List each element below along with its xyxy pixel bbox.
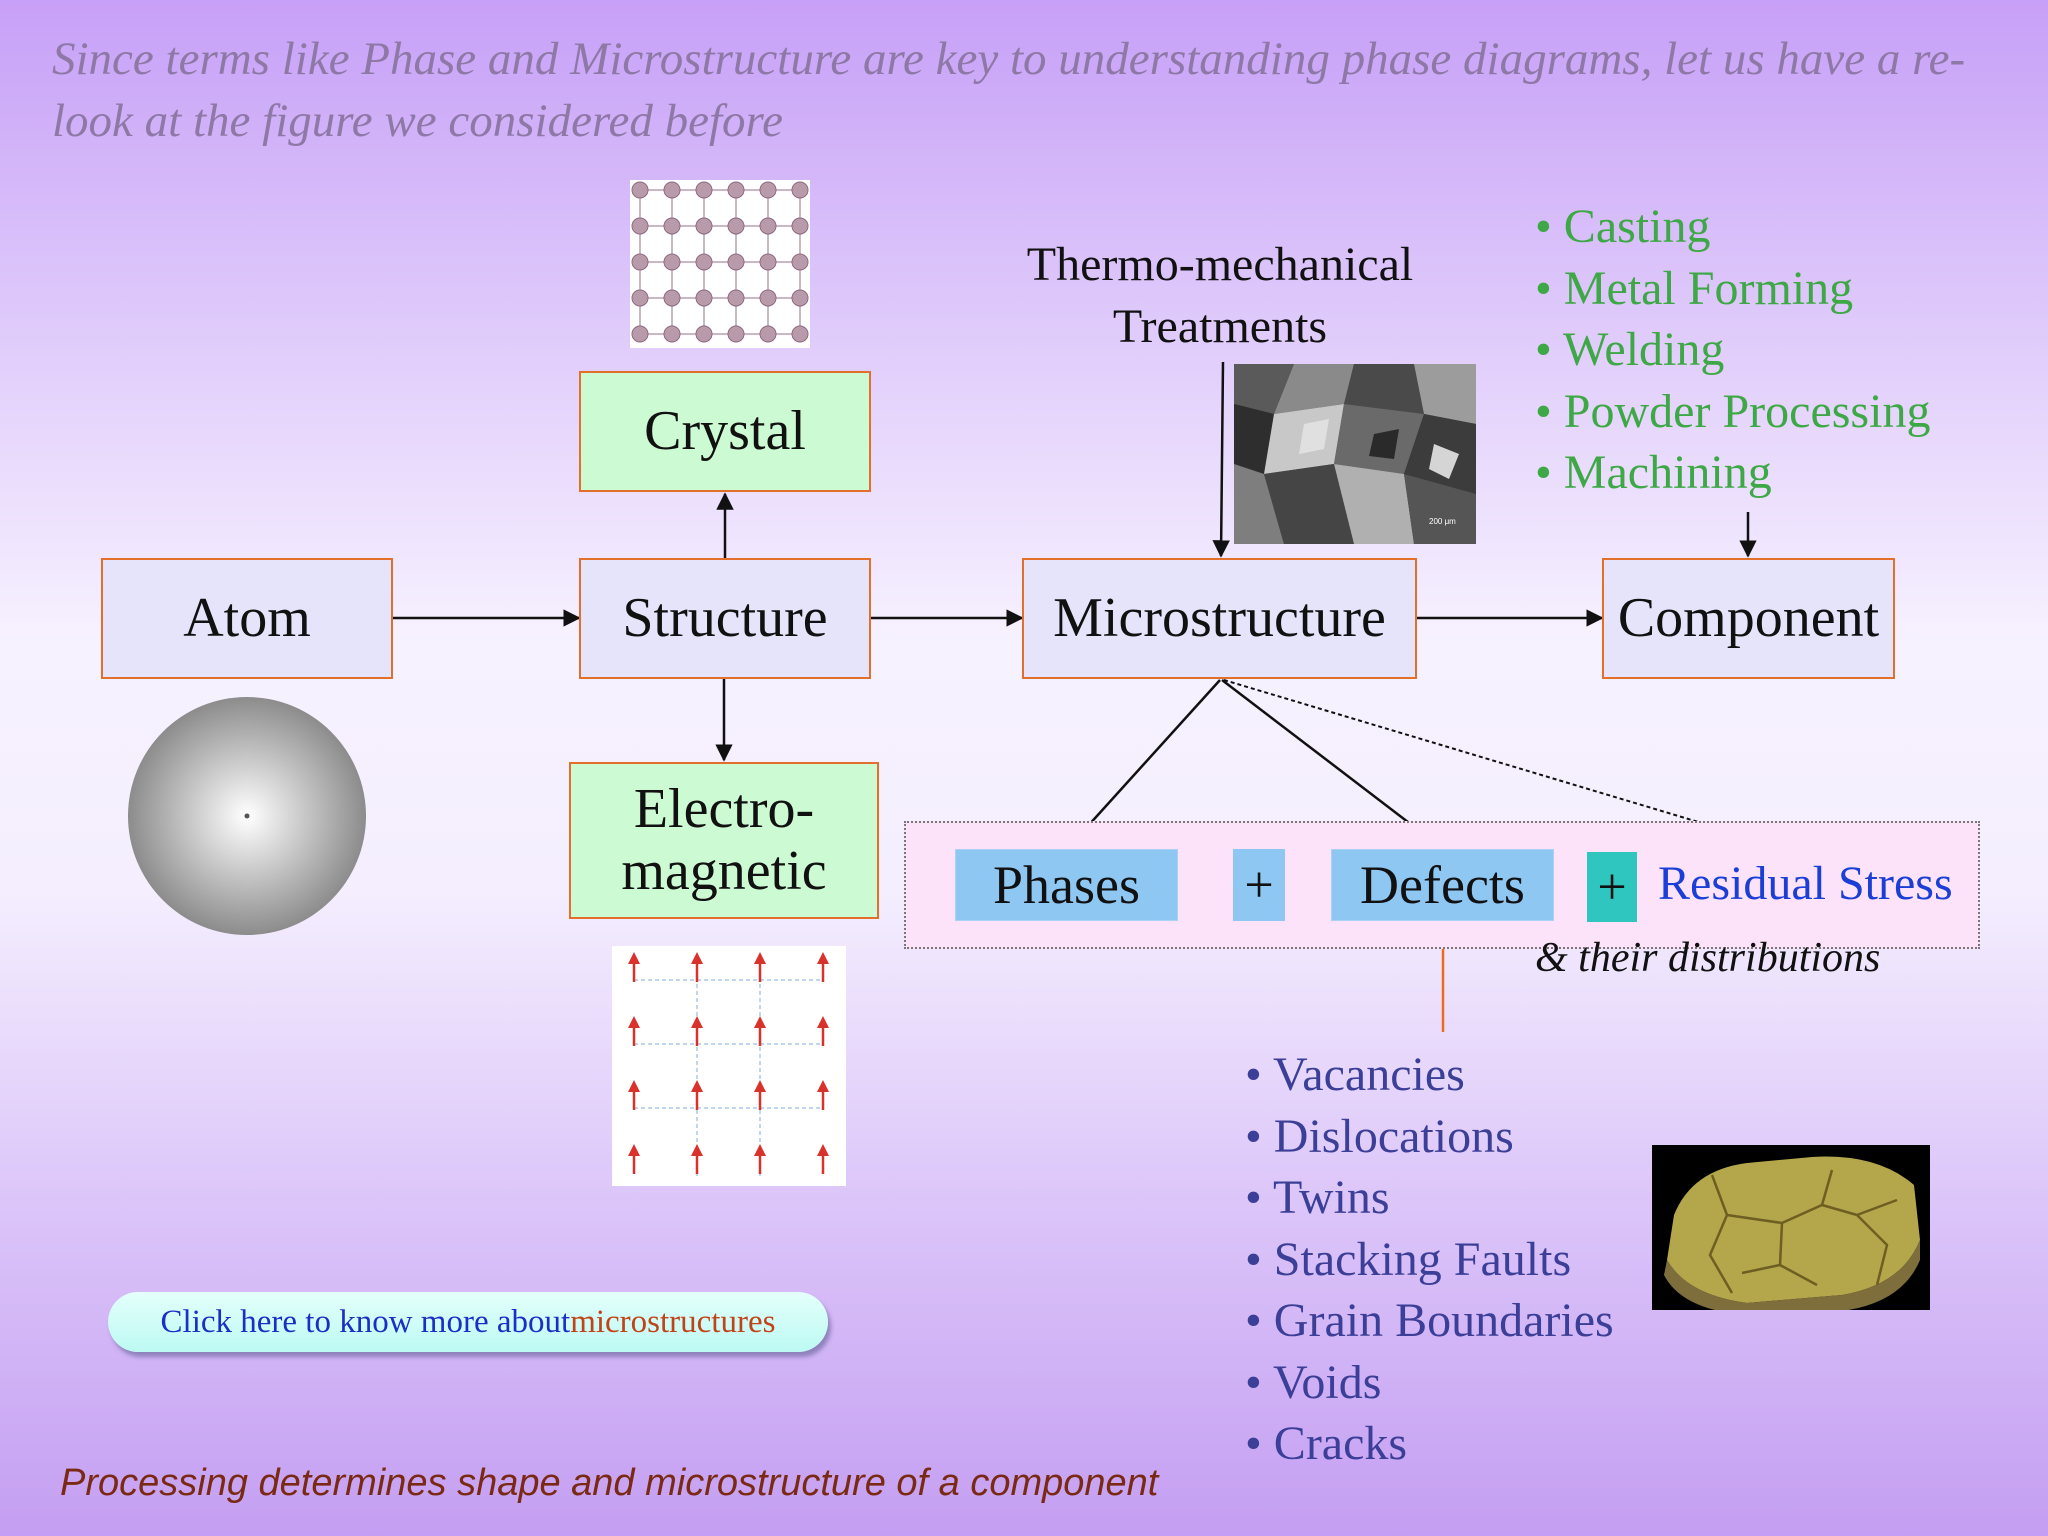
lattice-atom <box>727 181 745 199</box>
spin-arrow-icon <box>817 1016 829 1046</box>
list-item: • Stacking Faults <box>1245 1232 1572 1286</box>
lattice-atom <box>759 181 777 199</box>
spin-arrow-icon <box>628 952 640 982</box>
list-item: • Welding <box>1535 323 1725 376</box>
spin-arrow-icon <box>754 952 766 982</box>
lattice-atom <box>759 217 777 235</box>
microstructures-link-button[interactable]: Click here to know more about microstruc… <box>108 1292 828 1352</box>
spin-arrow-icon <box>628 1016 640 1046</box>
lattice-atom <box>759 289 777 307</box>
lattice-atom <box>695 253 713 271</box>
lattice-atom <box>727 217 745 235</box>
list-item: • Grain Boundaries <box>1245 1294 1614 1347</box>
lattice-atom <box>791 181 809 199</box>
spin-arrow-icon <box>691 1144 703 1174</box>
spin-arrow-icon <box>691 1016 703 1046</box>
link-button-prefix: Click here to know more about <box>160 1303 571 1340</box>
lattice-atom <box>791 325 809 343</box>
list-item: • Cracks <box>1245 1417 1408 1470</box>
lattice-atom <box>663 325 681 343</box>
lattice-atom <box>631 181 649 199</box>
intro-text: Since terms like Phase and Microstructur… <box>52 33 1966 147</box>
lattice-atom <box>791 253 809 271</box>
electromagnetic-box: Electro- magnetic <box>569 762 879 919</box>
spin-arrow-icon <box>817 952 829 982</box>
list-item: • Vacancies <box>1245 1048 1465 1101</box>
lattice-atom <box>727 289 745 307</box>
spin-arrow-icon <box>691 1080 703 1110</box>
list-item: • Metal Forming <box>1535 261 1854 315</box>
list-item: • Powder Processing <box>1535 384 1931 438</box>
spin-arrow-icon <box>754 1016 766 1046</box>
grain-micrograph-image: 200 μm <box>1234 364 1476 544</box>
lattice-atom <box>727 325 745 343</box>
atom-sphere-image <box>128 697 366 935</box>
component-box: Component <box>1602 558 1895 679</box>
arrow-treatments-microstructure <box>1212 361 1230 558</box>
plus-sign: + <box>1233 849 1285 921</box>
lattice-atom <box>663 181 681 199</box>
microstructure-box: Microstructure <box>1022 558 1417 679</box>
footer-caption: Processing determines shape and microstr… <box>60 1462 1159 1504</box>
list-item: • Machining <box>1535 446 1772 499</box>
residual-stress-label: Residual Stress <box>1658 857 1953 910</box>
spin-arrow-icon <box>628 1080 640 1110</box>
lattice-atom <box>759 253 777 271</box>
crystal-lattice-image <box>630 180 810 348</box>
lattice-atom <box>695 325 713 343</box>
lattice-atom <box>631 325 649 343</box>
list-item: • Twins <box>1245 1171 1390 1224</box>
lattice-atom <box>631 217 649 235</box>
link-button-accent: microstructures <box>570 1303 776 1340</box>
atom-box: Atom <box>101 558 393 679</box>
lattice-atom <box>695 217 713 235</box>
structure-box: Structure <box>579 558 871 679</box>
plus-sign: + <box>1587 852 1637 922</box>
lattice-atom <box>631 289 649 307</box>
spin-arrow-icon <box>754 1080 766 1110</box>
phases-label: Phases <box>955 849 1178 921</box>
defects-label: Defects <box>1331 849 1554 921</box>
lattice-atom <box>791 217 809 235</box>
arrow-microstructure-defects <box>1221 679 1444 850</box>
processing-list: • Casting • Metal Forming • Welding • Po… <box>1535 196 1930 504</box>
lattice-atom <box>759 325 777 343</box>
list-item: • Voids <box>1245 1355 1382 1409</box>
spin-arrow-icon <box>754 1144 766 1174</box>
treatments-line2: Treatments <box>1112 300 1328 353</box>
lattice-atom <box>663 253 681 271</box>
micrograph-scale-label: 200 μm <box>1429 517 1456 526</box>
distributions-label: & their distributions <box>1535 935 1881 981</box>
crystal-box: Crystal <box>579 371 871 492</box>
treatments-line1: Thermo-mechanical <box>1026 238 1414 291</box>
treatments-label: Thermo-mechanical Treatments <box>1000 234 1440 358</box>
spin-arrow-icon <box>817 1144 829 1174</box>
lattice-atom <box>727 253 745 271</box>
cracked-specimen-image <box>1652 1145 1930 1310</box>
spin-arrow-icon <box>691 952 703 982</box>
spin-arrow-icon <box>628 1144 640 1174</box>
lattice-atom <box>695 181 713 199</box>
electromagnetic-line1: Electro- <box>633 777 815 840</box>
defect-list: • Vacancies • Dislocations • Twins • Sta… <box>1245 1044 1614 1475</box>
lattice-atom <box>631 253 649 271</box>
lattice-atom <box>791 289 809 307</box>
magnetic-spin-image <box>612 946 846 1186</box>
lattice-atom <box>663 289 681 307</box>
spin-arrow-icon <box>817 1080 829 1110</box>
list-item: • Dislocations <box>1245 1109 1514 1163</box>
lattice-atom <box>695 289 713 307</box>
arrow-microstructure-phases <box>1066 679 1221 850</box>
list-item: • Casting <box>1535 200 1711 253</box>
lattice-atom <box>663 217 681 235</box>
electromagnetic-line2: magnetic <box>621 839 827 902</box>
